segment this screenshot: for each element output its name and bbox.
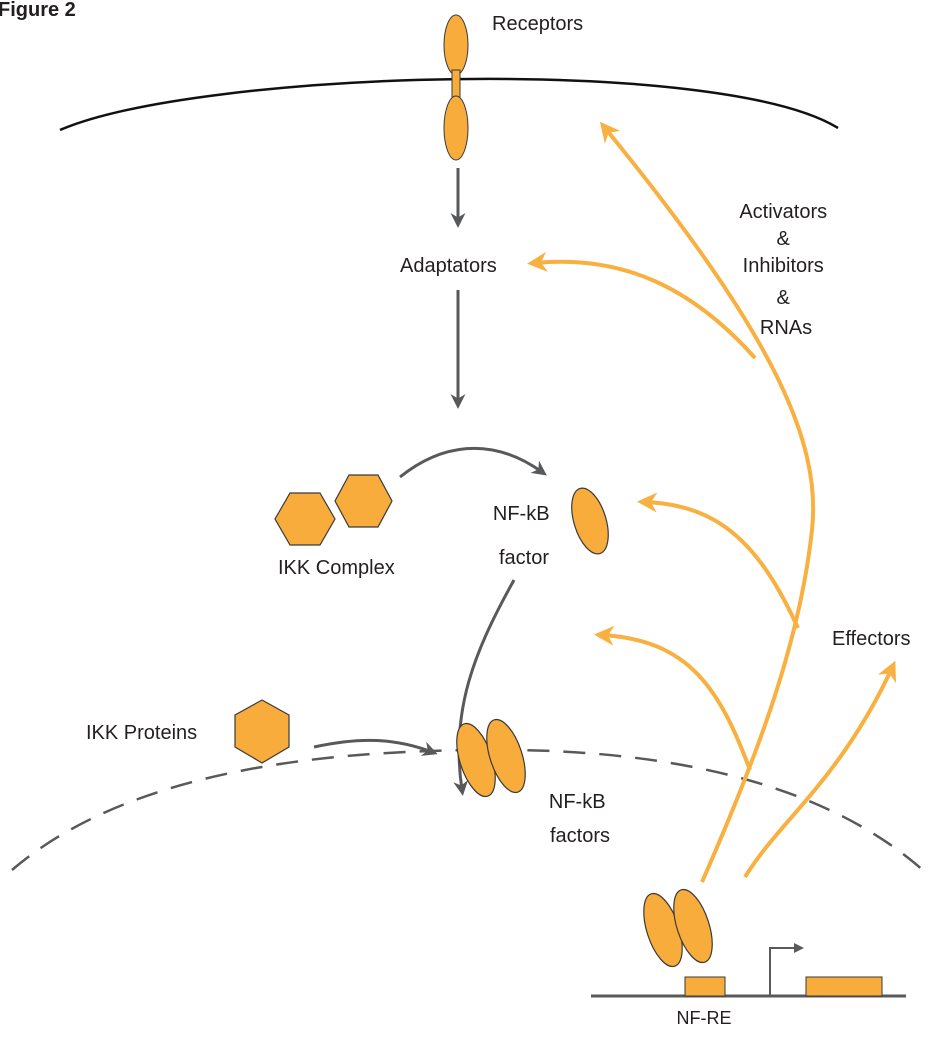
activators-label: Activators & Inhibitors & RNAs bbox=[739, 201, 832, 339]
receptor-dumbbell-icon bbox=[443, 14, 469, 161]
ikk-complex-label: IKK Complex bbox=[278, 557, 395, 579]
feedback-arrow-left bbox=[594, 625, 752, 771]
feedback-arrows bbox=[527, 121, 897, 883]
bent-arrow-icon bbox=[769, 943, 804, 995]
dna-promoter bbox=[591, 976, 906, 998]
receptors-label: Receptors bbox=[492, 13, 583, 35]
activators-line-5: RNAs bbox=[760, 317, 812, 339]
ellipse-icon bbox=[571, 487, 609, 555]
ikk-proteins-label: IKK Proteins bbox=[86, 722, 197, 744]
ellipse-pair-icon bbox=[456, 718, 526, 798]
ellipse-pair-icon bbox=[643, 888, 713, 968]
adaptators-label: Adaptators bbox=[400, 255, 497, 277]
nfkb-factor-line-1: NF-kB bbox=[493, 503, 550, 525]
ikk-proteins-arrow bbox=[313, 738, 438, 756]
feedback-arrow-nfkb-factor bbox=[637, 492, 800, 629]
nf-re-label: NF-RE bbox=[677, 1008, 732, 1028]
figure-label: Figure 2 bbox=[0, 0, 76, 21]
nfkb-factor-line-2: factor bbox=[499, 547, 549, 569]
effectors-label: Effectors bbox=[832, 628, 911, 650]
activators-line-2: & bbox=[777, 228, 791, 250]
activators-line-4: & bbox=[777, 287, 791, 309]
activators-line-1: Activators bbox=[739, 201, 827, 223]
feedback-arrow-effectors bbox=[743, 660, 897, 879]
feedback-arrow-receptors bbox=[599, 121, 816, 883]
hexagon-icon bbox=[234, 699, 290, 764]
nfkb-factors-line-2: factors bbox=[550, 825, 610, 847]
nfkb-factor-label: NF-kB factor bbox=[493, 503, 555, 569]
activators-line-3: Inhibitors bbox=[743, 255, 824, 277]
double-hexagon-icon bbox=[274, 474, 393, 546]
nfkb-factors-line-1: NF-kB bbox=[549, 791, 606, 813]
feedback-arrow-adaptators bbox=[527, 251, 757, 360]
ikk-activation-arrow bbox=[399, 446, 547, 479]
nfkb-factors-label: NF-kB factors bbox=[549, 791, 611, 847]
